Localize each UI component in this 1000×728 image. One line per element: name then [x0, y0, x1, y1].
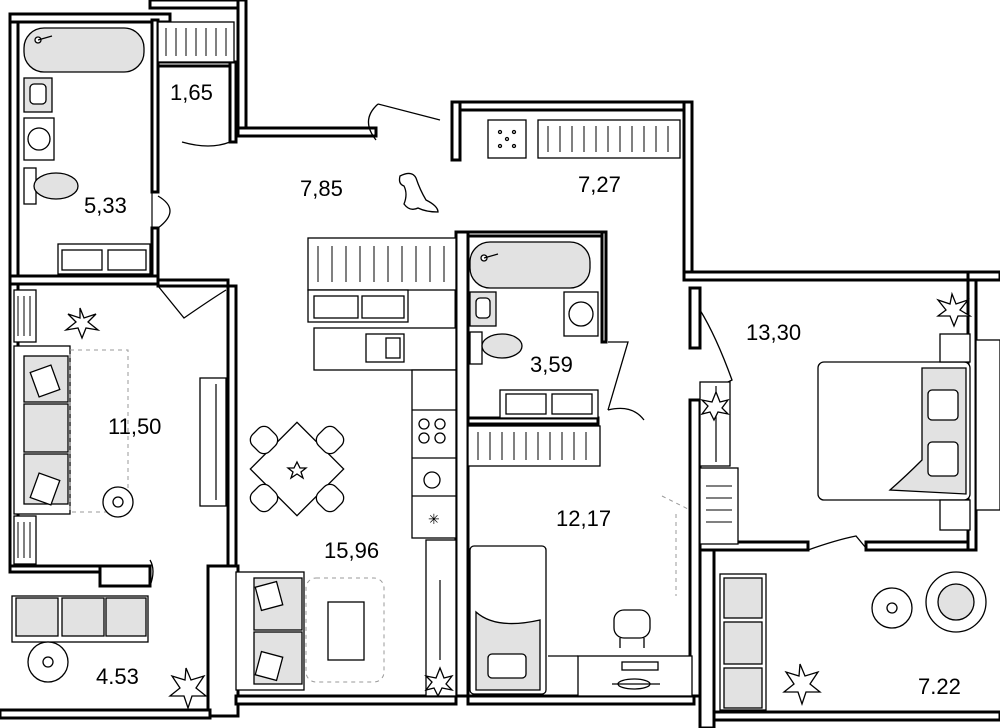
room-area-living-room: 11,50 [108, 414, 161, 439]
toilet-icon [469, 331, 483, 365]
balcony-2 [719, 535, 987, 711]
desk-icon [577, 609, 693, 697]
room-area-study: 12,17 [556, 506, 611, 531]
bedroom [699, 291, 1000, 545]
room-area-balcony-2: 7.22 [918, 674, 961, 699]
balcony-1 [11, 559, 208, 711]
svg-text:✳: ✳ [428, 511, 440, 527]
room-area-bedroom: 13,30 [746, 320, 801, 345]
room-area-wardrobe: 7,27 [578, 172, 621, 197]
room-area-bathroom-1: 5,33 [84, 193, 127, 218]
living-room [13, 289, 227, 565]
plant-icon [936, 291, 973, 328]
kitchen-dining: ✳ [235, 237, 457, 698]
room-area-bathroom-2: 3,59 [530, 352, 573, 377]
room-area-balcony-1: 4.53 [96, 664, 139, 689]
bathtub-icon [469, 241, 591, 289]
plant-icon [63, 307, 101, 340]
room-area-kitchen-dining: 15,96 [324, 538, 379, 563]
bed-icon [469, 545, 547, 695]
bathroom-1 [17, 21, 153, 277]
stove-icon [418, 418, 446, 489]
plant-icon [168, 667, 208, 711]
study [467, 407, 693, 697]
room-area-closet: 1,65 [170, 80, 213, 105]
bathtub-icon [23, 27, 145, 73]
closet [157, 21, 235, 147]
sofa-icon [13, 345, 71, 515]
wardrobe [487, 119, 681, 159]
bed-icon [817, 361, 971, 501]
room-area-hallway: 7,85 [300, 176, 343, 201]
dog-icon [398, 172, 439, 213]
hallway [157, 103, 441, 319]
plant-icon [782, 663, 822, 707]
bathroom-2 [469, 241, 629, 419]
